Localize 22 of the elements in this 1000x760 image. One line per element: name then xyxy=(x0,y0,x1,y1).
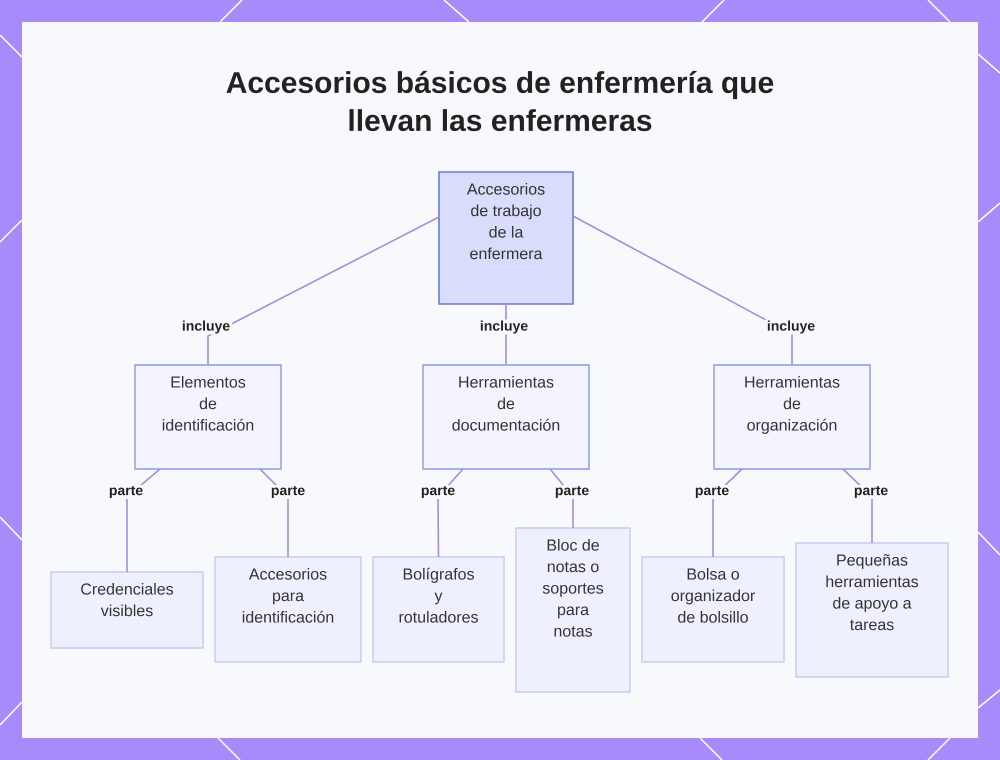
edge-label: parte xyxy=(692,485,732,500)
topic-box: Accesorios de trabajo de la enfermera xyxy=(438,171,574,305)
topic-box: Accesorios para identificación xyxy=(214,556,362,663)
title: Accesorios básicos de enfermería que llevan las enfermeras xyxy=(226,70,774,132)
topic-box: Bolígrafos y rotuladores xyxy=(372,556,505,663)
topic-box: Elementos de identificación xyxy=(134,364,282,470)
edge-label: incluye xyxy=(478,319,530,335)
topic-box: Herramientas de documentación xyxy=(422,364,590,470)
edge-label: incluye xyxy=(180,319,232,335)
edge-label: parte xyxy=(552,485,592,500)
edge-label: parte xyxy=(106,485,146,500)
edge-label: incluye xyxy=(764,319,818,335)
connector-line xyxy=(207,216,440,365)
topic-box: Pequeñas herramientas de apoyo a tareas xyxy=(795,542,949,678)
connector-line xyxy=(572,215,793,365)
topic-box: Bloc de notas o soportes para notas xyxy=(515,527,631,693)
edge-label: parte xyxy=(418,485,458,500)
topic-box: Credenciales visibles xyxy=(50,571,204,649)
topic-box: Herramientas de organización xyxy=(713,364,871,470)
edge-label: parte xyxy=(852,485,890,500)
topic-box: Bolsa o organizador de bolsillo xyxy=(641,556,785,663)
edge-label: parte xyxy=(268,485,308,500)
